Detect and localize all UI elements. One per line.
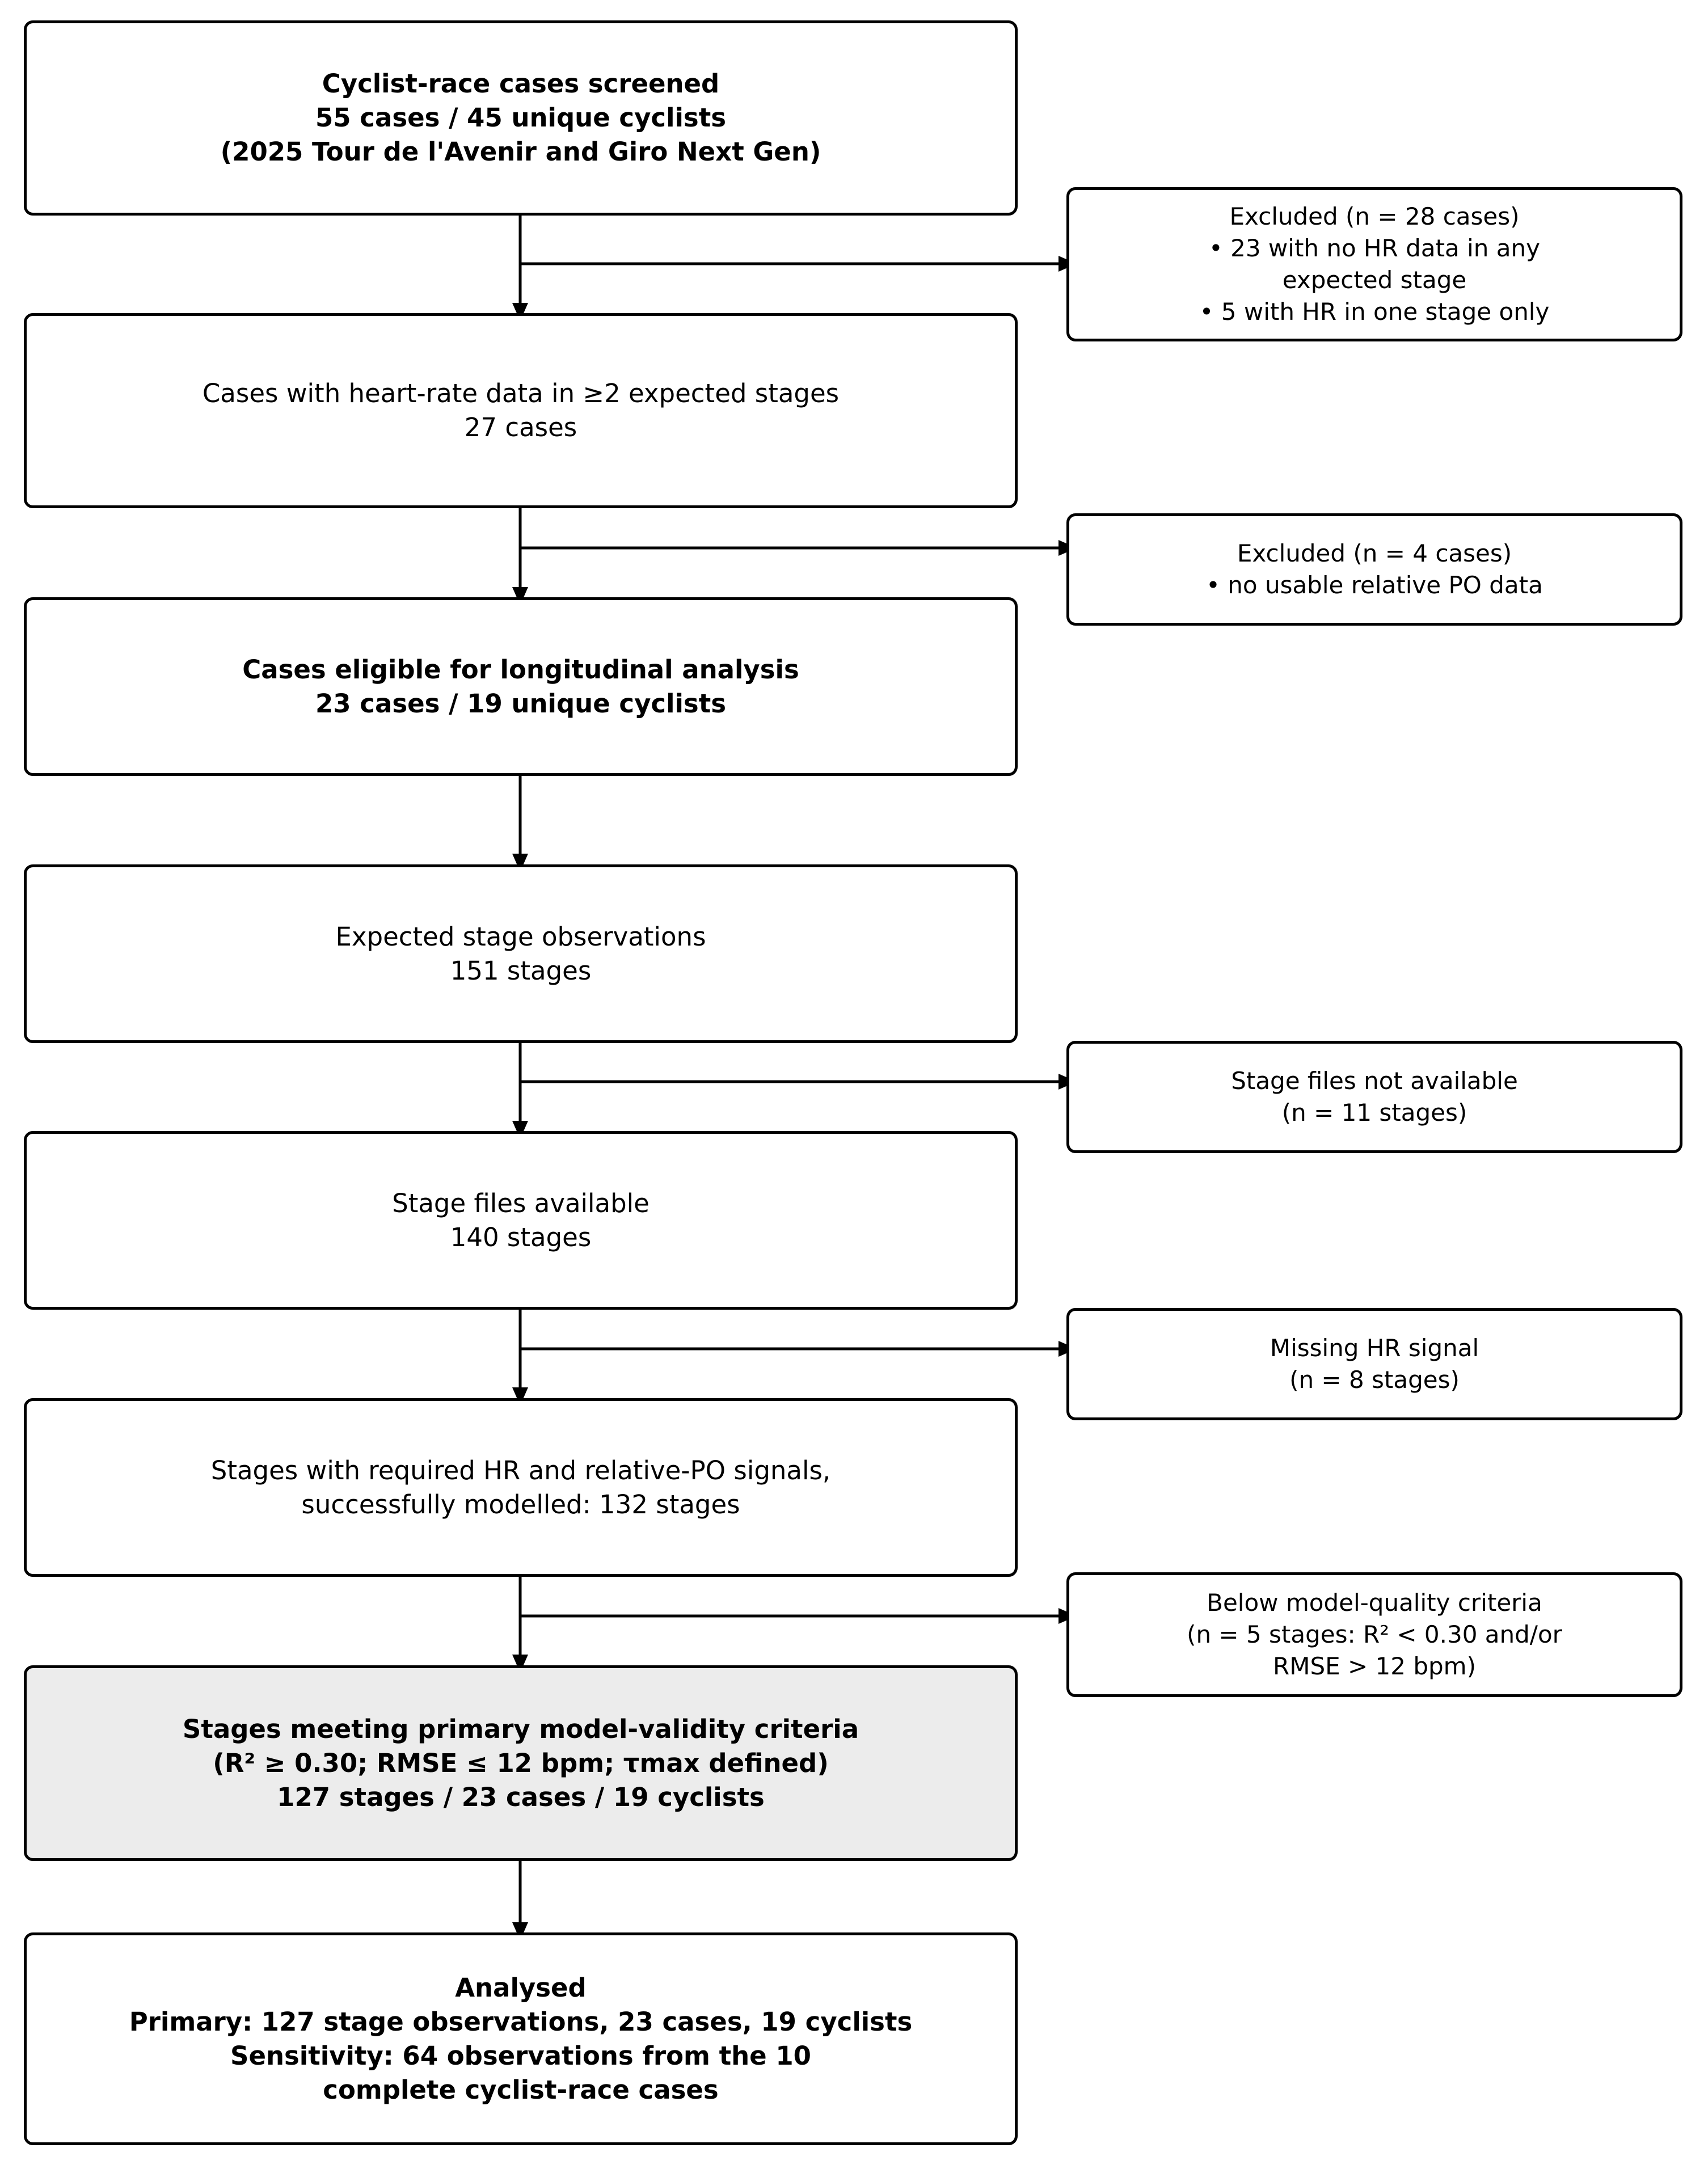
box-text-line: • no usable relative PO data: [1206, 571, 1543, 599]
box-successfully-modelled: Stages with required HR and relative-PO …: [24, 1398, 1018, 1577]
box-excluded-no-po: Excluded (n = 4 cases) • no usable relati…: [1066, 513, 1682, 626]
box-text-line: RMSE > 12 bpm): [1273, 1652, 1476, 1680]
box-files-available: Stage files available 140 stages: [24, 1131, 1018, 1310]
box-text-line: Sensitivity: 64 observations from the 10: [230, 2040, 811, 2071]
box-below-quality: Below model-quality criteria (n = 5 stage…: [1066, 1572, 1682, 1697]
box-hr-two-stages: Cases with heart-rate data in ≥2 expecte…: [24, 313, 1018, 508]
box-text-line: (n = 8 stages): [1289, 1366, 1460, 1394]
box-missing-hr-signal: Missing HR signal (n = 8 stages): [1066, 1308, 1682, 1420]
box-text-line: 55 cases / 45 unique cyclists: [315, 103, 727, 133]
box-text-line: Missing HR signal: [1270, 1334, 1479, 1362]
box-text-line: Expected stage observations: [335, 921, 706, 952]
box-text-line: 23 cases / 19 unique cyclists: [315, 688, 727, 719]
box-excluded-no-hr: Excluded (n = 28 cases) • 23 with no HR d…: [1066, 187, 1682, 341]
arrowhead-down: [512, 1922, 528, 1940]
box-text-line: Cases with heart-rate data in ≥2 expecte…: [202, 378, 840, 408]
box-text-line: • 5 with HR in one stage only: [1199, 298, 1550, 326]
box-text-line: 127 stages / 23 cases / 19 cyclists: [277, 1782, 765, 1812]
box-text-line: Stages with required HR and relative-PO …: [210, 1455, 831, 1486]
box-text-line: successfully modelled: 132 stages: [301, 1489, 740, 1520]
arrowhead-down: [512, 1387, 528, 1406]
box-text-line: Cyclist-race cases screened: [322, 69, 720, 99]
box-text-line: Stage files not available: [1231, 1067, 1518, 1095]
arrowhead-down: [512, 587, 528, 605]
box-text-line: (n = 11 stages): [1281, 1099, 1467, 1126]
box-text-line: complete cyclist-race cases: [323, 2074, 719, 2105]
arrowhead-down: [512, 854, 528, 872]
box-text-line: Primary: 127 stage observations, 23 case…: [129, 2006, 913, 2037]
box-text-line: Excluded (n = 4 cases): [1237, 539, 1512, 567]
box-cases-screened: Cyclist-race cases screened 55 cases / 45…: [24, 20, 1018, 216]
box-text-line: Stage files available: [392, 1188, 650, 1218]
box-text-line: Analysed: [455, 1972, 587, 2003]
box-text-line: 140 stages: [450, 1222, 592, 1252]
box-text-line: (2025 Tour de l'Avenir and Giro Next Gen…: [220, 137, 821, 167]
box-text-line: Cases eligible for longitudinal analysis: [242, 654, 799, 685]
box-text-line: Excluded (n = 28 cases): [1229, 202, 1520, 230]
box-text-line: expected stage: [1282, 266, 1467, 294]
box-text-line: (n = 5 stages: R² < 0.30 and/or: [1187, 1621, 1562, 1648]
box-text-line: 27 cases: [464, 412, 577, 442]
box-eligible-longitudinal: Cases eligible for longitudinal analysis…: [24, 597, 1018, 776]
box-text-line: (R² ≥ 0.30; RMSE ≤ 12 bpm; τmax defined): [213, 1748, 829, 1778]
box-files-not-available: Stage files not available (n = 11 stages): [1066, 1041, 1682, 1153]
box-model-validity: Stages meeting primary model-validity cr…: [24, 1665, 1018, 1861]
arrowhead-down: [512, 1121, 528, 1139]
box-text-line: • 23 with no HR data in any: [1209, 234, 1540, 262]
arrowhead-down: [512, 303, 528, 321]
box-text-line: Stages meeting primary model-validity cr…: [182, 1714, 859, 1744]
box-text-line: 151 stages: [450, 955, 592, 986]
box-text-line: Below model-quality criteria: [1207, 1589, 1542, 1617]
arrowhead-down: [512, 1655, 528, 1673]
